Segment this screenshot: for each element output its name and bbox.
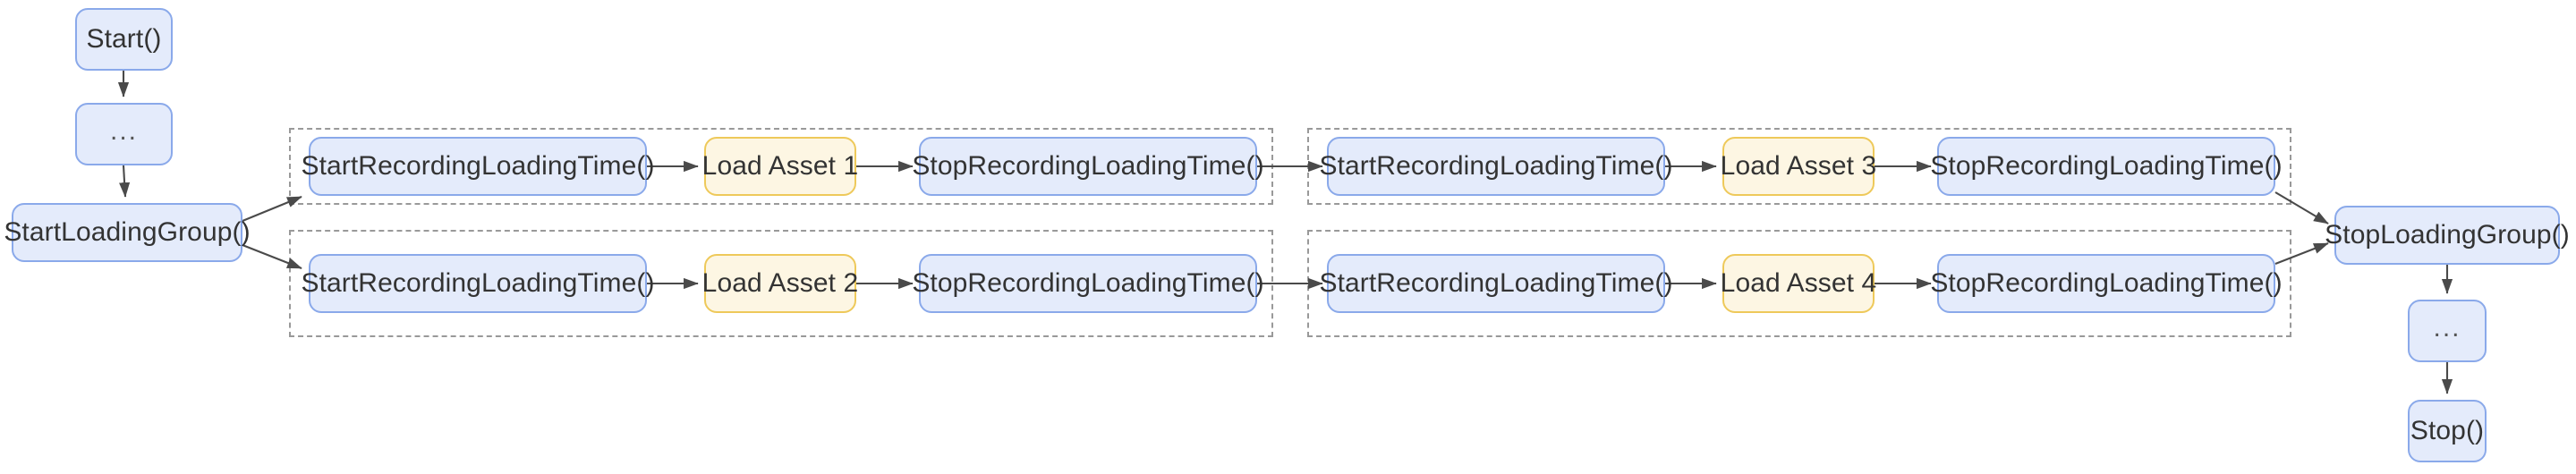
node-stop[interactable]: Stop() (2408, 400, 2487, 462)
node-start-loading-group[interactable]: StartLoadingGroup() (4, 203, 251, 262)
group-2-lane-2-stop-recording[interactable]: StopRecordingLoadingTime() (1930, 254, 2283, 313)
group-1-lane-1-stop-recording[interactable]: StopRecordingLoadingTime() (912, 137, 1264, 196)
group-2-lane-2-start-recording[interactable]: StartRecordingLoadingTime() (1319, 254, 1672, 313)
group-1-lane-2-start-recording[interactable]: StartRecordingLoadingTime() (301, 254, 654, 313)
group-1-lane-2-load-asset[interactable]: Load Asset 2 (702, 254, 858, 313)
group-2-lane-1-start-recording[interactable]: StartRecordingLoadingTime() (1319, 137, 1672, 196)
group-1-lane-1-load-asset[interactable]: Load Asset 1 (702, 137, 858, 196)
group-2-lane-1-load-asset[interactable]: Load Asset 3 (1721, 137, 1876, 196)
node-stop-loading-group[interactable]: StopLoadingGroup() (2325, 206, 2570, 265)
group-2-lane-1-stop-recording[interactable]: StopRecordingLoadingTime() (1930, 137, 2283, 196)
group-2-lane-2-load-asset[interactable]: Load Asset 4 (1721, 254, 1876, 313)
node-post-ellipsis[interactable]: ... (2408, 300, 2487, 362)
group-1-lane-1-start-recording[interactable]: StartRecordingLoadingTime() (301, 137, 654, 196)
node-pre-ellipsis[interactable]: ... (75, 103, 173, 165)
group-1-lane-2-stop-recording[interactable]: StopRecordingLoadingTime() (912, 254, 1264, 313)
node-start[interactable]: Start() (75, 8, 173, 71)
